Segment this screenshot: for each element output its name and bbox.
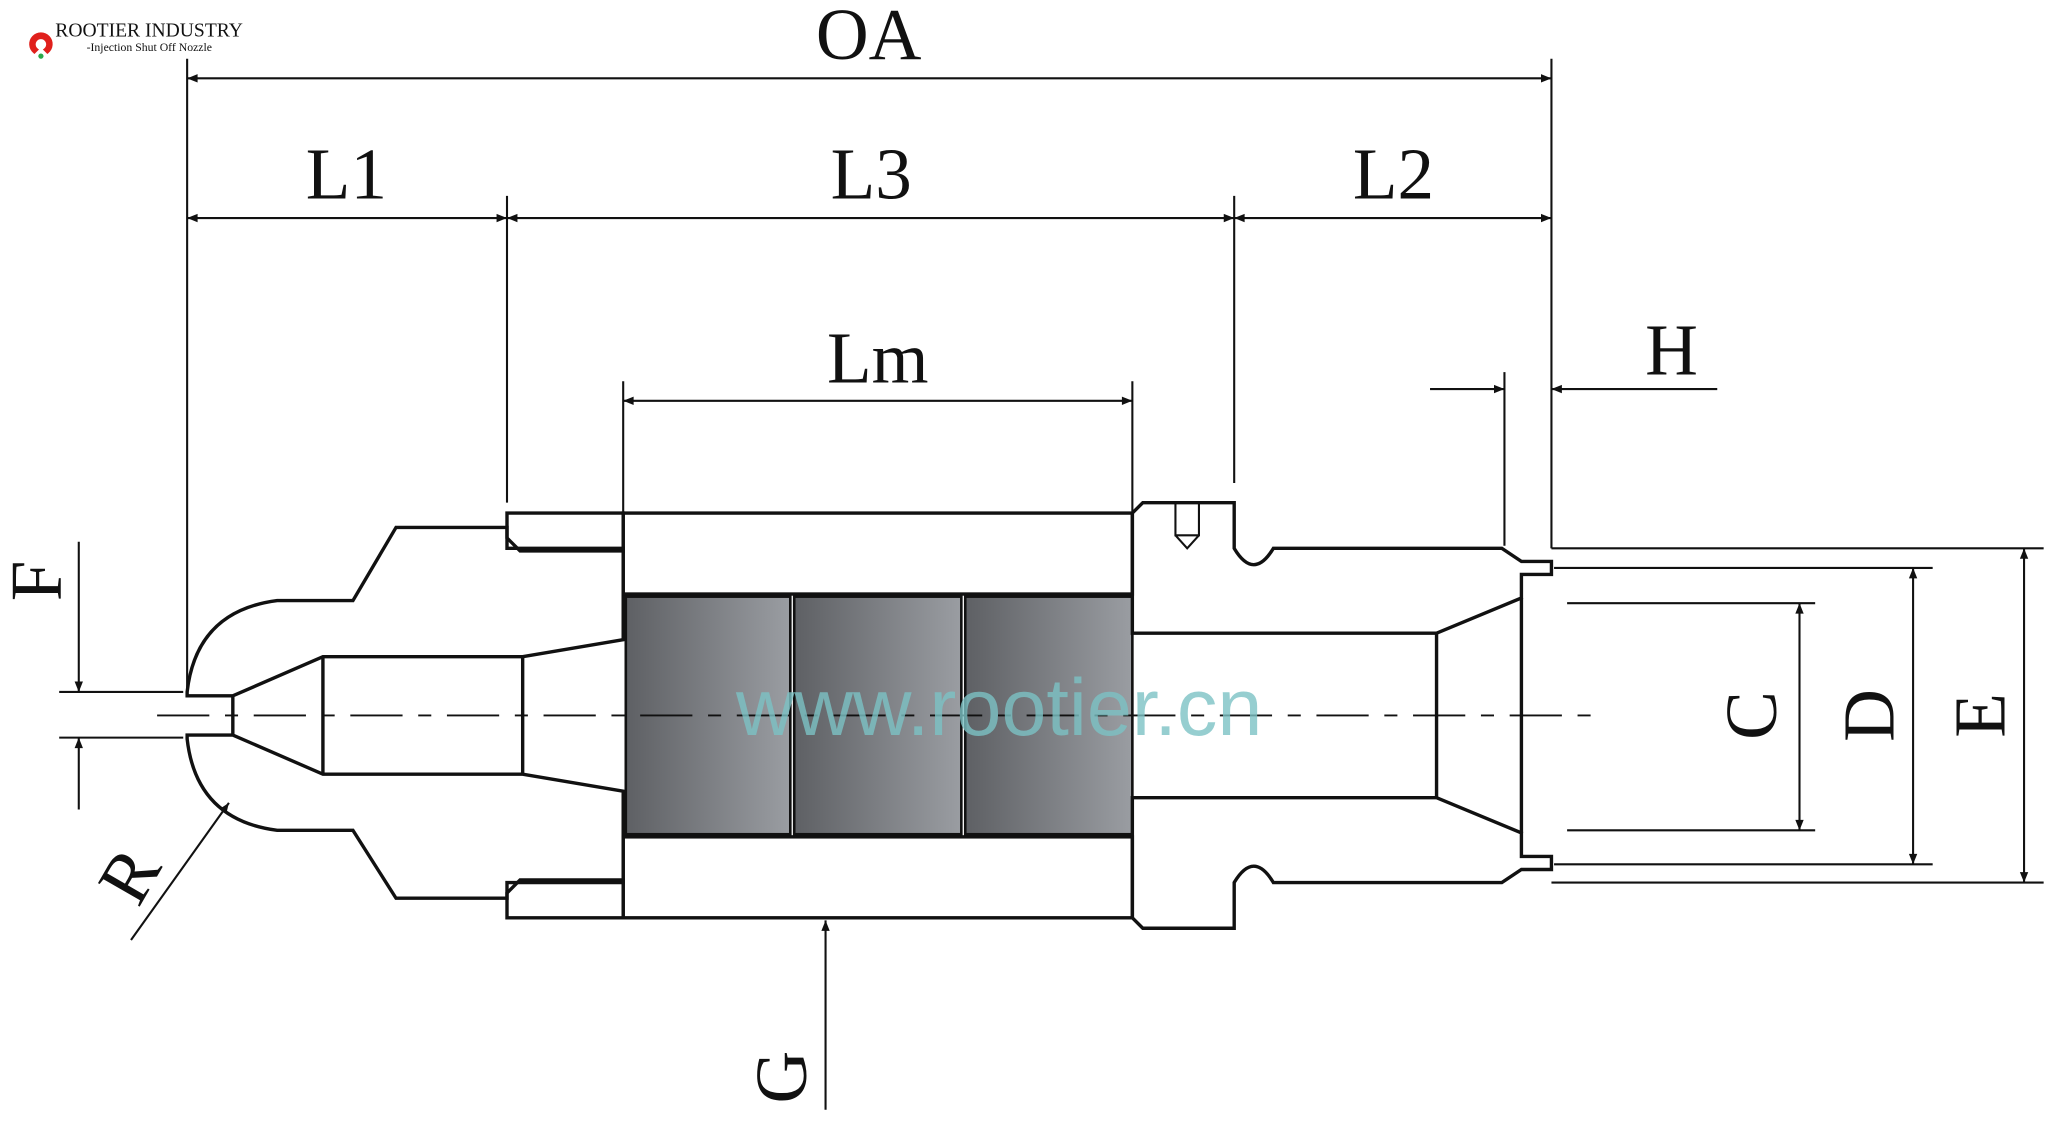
watermark: www.rootier.cn bbox=[735, 663, 1262, 753]
dim-label-l3: L3 bbox=[831, 133, 912, 214]
dim-label-lm: Lm bbox=[827, 318, 929, 399]
logo-subtitle: -Injection Shut Off Nozzle bbox=[87, 41, 212, 54]
dim-label-h: H bbox=[1645, 310, 1698, 391]
company-logo: ROOTIER INDUSTRY -Injection Shut Off Noz… bbox=[29, 21, 243, 59]
dim-label-oa: OA bbox=[816, 0, 922, 75]
logo-magnet-icon bbox=[29, 32, 53, 54]
logo-company-name: ROOTIER INDUSTRY bbox=[55, 21, 243, 42]
dim-label-e: E bbox=[1939, 693, 2020, 738]
dimension-lines bbox=[74, 74, 2029, 1110]
dim-label-r: R bbox=[82, 834, 177, 917]
dim-label-f: F bbox=[0, 561, 77, 602]
extension-lines bbox=[59, 58, 2044, 884]
dim-label-c: C bbox=[1711, 691, 1792, 740]
dim-label-l1: L1 bbox=[306, 133, 387, 214]
logo-dot-icon bbox=[38, 53, 44, 59]
dim-label-g: G bbox=[741, 1051, 822, 1104]
dim-label-l2: L2 bbox=[1353, 133, 1434, 214]
dim-label-d: D bbox=[1829, 689, 1910, 742]
